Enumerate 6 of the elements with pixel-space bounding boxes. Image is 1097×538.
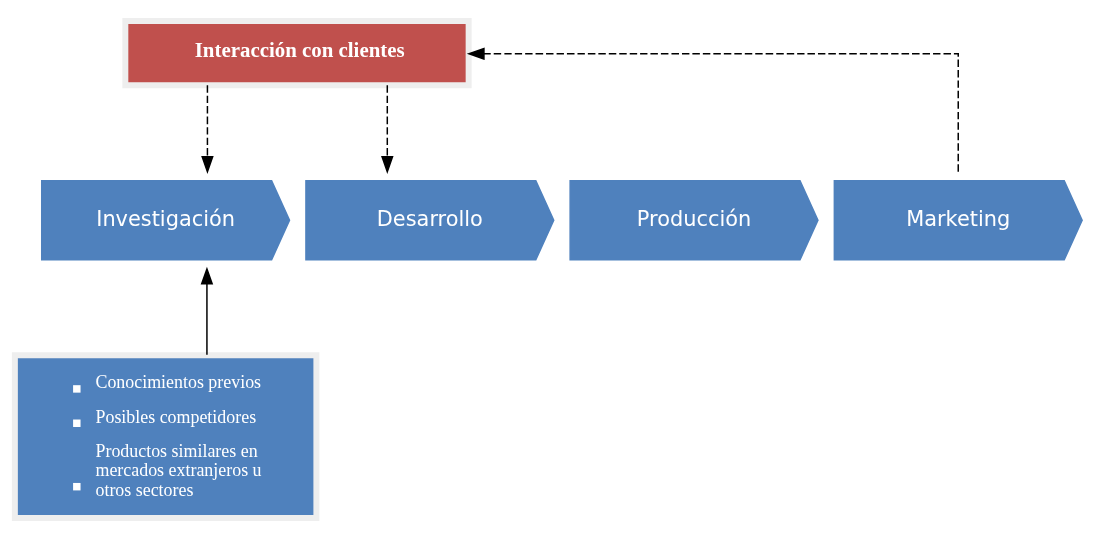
node-box: Conocimientos previos Posibles competidores Productos similares en mercados extranjeros u otros sectores bbox=[11, 351, 320, 521]
arrow bbox=[201, 84, 214, 174]
arrow bbox=[381, 84, 394, 174]
node-box: Interacción con clientes bbox=[122, 17, 472, 88]
arrow bbox=[466, 47, 959, 172]
arrow bbox=[200, 266, 214, 356]
